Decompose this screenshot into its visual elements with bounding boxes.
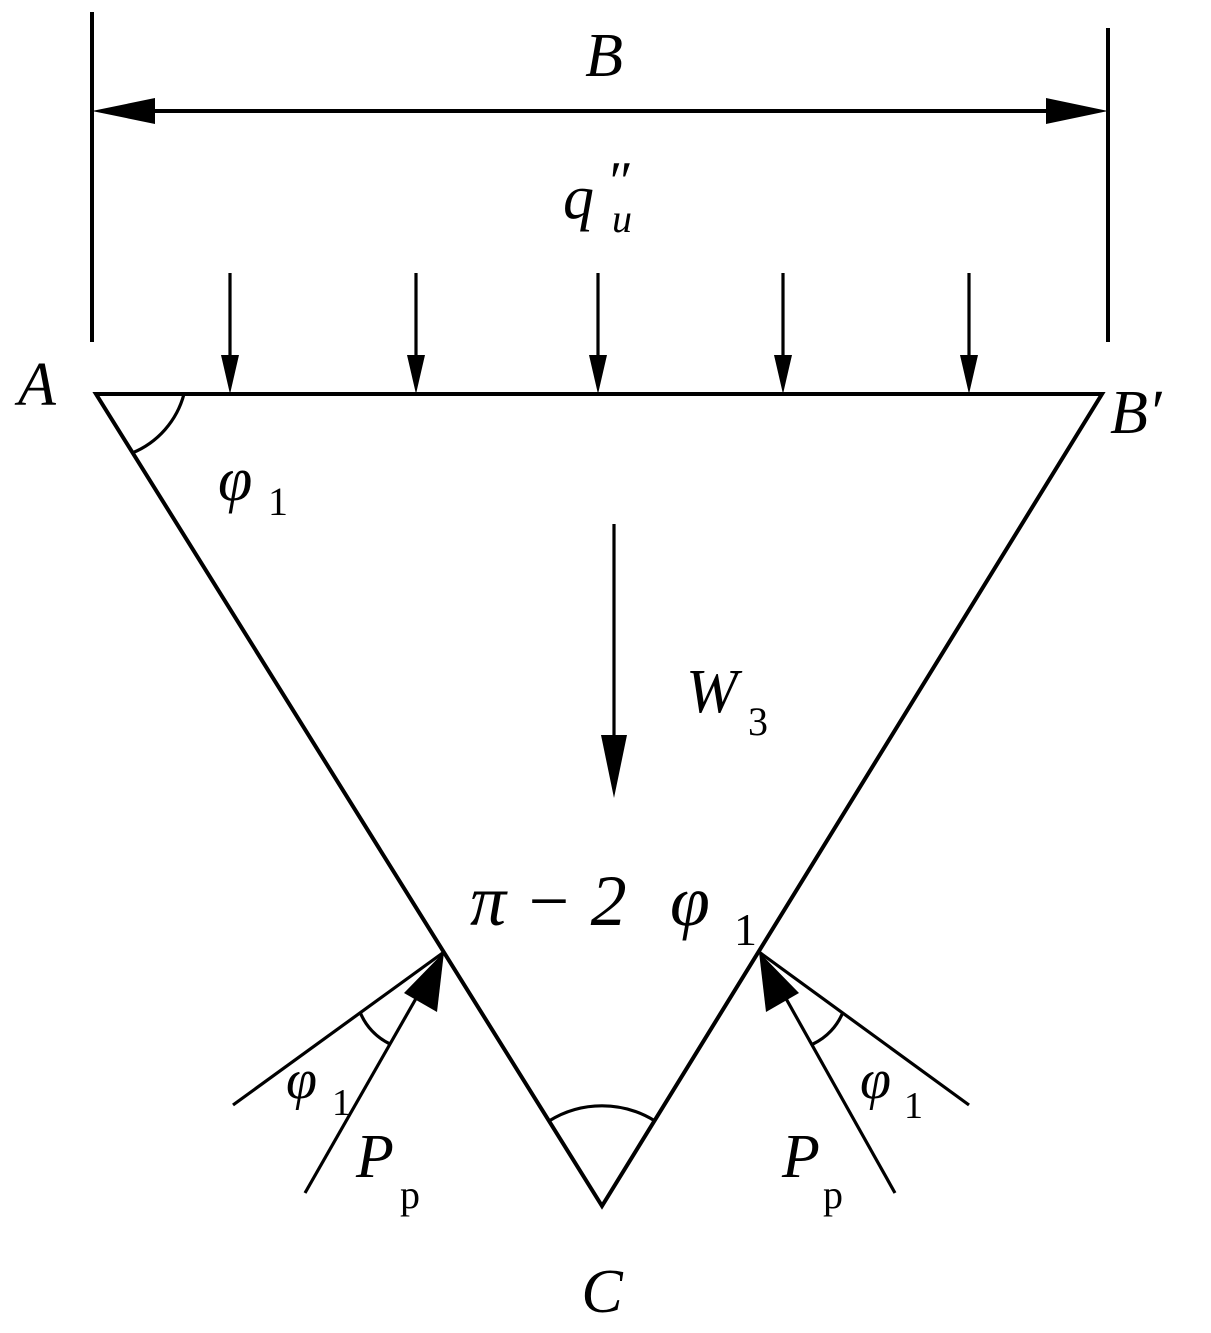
right-angle-arc bbox=[812, 1011, 845, 1046]
right-force-line bbox=[782, 994, 897, 1194]
load-prime: ″ bbox=[606, 151, 630, 213]
load-subscript: u bbox=[612, 196, 632, 241]
angle-a-label: φ 1 bbox=[218, 446, 288, 524]
right-force-label: P p bbox=[781, 1123, 843, 1217]
angle-arc-a bbox=[131, 393, 186, 455]
width-label: B bbox=[585, 22, 623, 90]
svg-text:φ: φ bbox=[860, 1049, 891, 1111]
point-c-label: C bbox=[581, 1258, 623, 1326]
apex-angle-label: π − 2 φ 1 bbox=[470, 861, 757, 955]
svg-text:π − 2: π − 2 bbox=[470, 861, 627, 941]
left-angle-label: φ 1 bbox=[286, 1049, 351, 1124]
load-arrow bbox=[774, 273, 792, 394]
dimension-arrow-right bbox=[1046, 98, 1108, 124]
left-angle-arc bbox=[358, 1011, 391, 1046]
right-angle-label: φ 1 bbox=[860, 1049, 923, 1127]
svg-text:P: P bbox=[355, 1123, 394, 1191]
svg-text:1: 1 bbox=[332, 1082, 351, 1124]
left-force-line bbox=[303, 994, 420, 1194]
point-b-prime-label: B′ bbox=[1110, 379, 1163, 447]
angle-arc-c bbox=[548, 1104, 656, 1123]
svg-text:φ: φ bbox=[218, 446, 252, 514]
load-arrow bbox=[221, 273, 239, 394]
load-symbol: q bbox=[563, 164, 594, 232]
load-arrow bbox=[407, 273, 425, 394]
right-reference-line bbox=[758, 950, 970, 1107]
svg-text:p: p bbox=[823, 1172, 843, 1217]
weight-arrow bbox=[601, 524, 627, 798]
svg-text:1: 1 bbox=[268, 479, 288, 524]
load-arrow bbox=[960, 273, 978, 394]
left-reference-line bbox=[232, 950, 445, 1107]
weight-label: W 3 bbox=[686, 658, 768, 744]
dimension-arrow-left bbox=[92, 98, 155, 124]
svg-text:P: P bbox=[781, 1123, 820, 1191]
svg-text:3: 3 bbox=[748, 699, 768, 744]
surface-load-label: q u ″ bbox=[563, 151, 632, 241]
load-arrow bbox=[589, 273, 607, 394]
svg-text:1: 1 bbox=[904, 1085, 923, 1127]
left-force-label: P p bbox=[355, 1123, 420, 1217]
failure-wedge-triangle bbox=[92, 392, 1106, 1210]
svg-text:W: W bbox=[686, 658, 743, 726]
left-force-arrowhead bbox=[404, 952, 444, 1012]
right-force-arrowhead bbox=[759, 952, 799, 1012]
width-dimension bbox=[90, 12, 1110, 342]
left-passive-force bbox=[232, 950, 445, 1194]
surface-load-arrows bbox=[221, 273, 978, 394]
svg-text:1: 1 bbox=[734, 904, 757, 955]
svg-text:φ: φ bbox=[286, 1049, 317, 1111]
svg-text:p: p bbox=[400, 1172, 420, 1217]
svg-text:φ: φ bbox=[670, 861, 710, 941]
right-passive-force bbox=[758, 950, 970, 1194]
point-a-label: A bbox=[14, 351, 57, 419]
